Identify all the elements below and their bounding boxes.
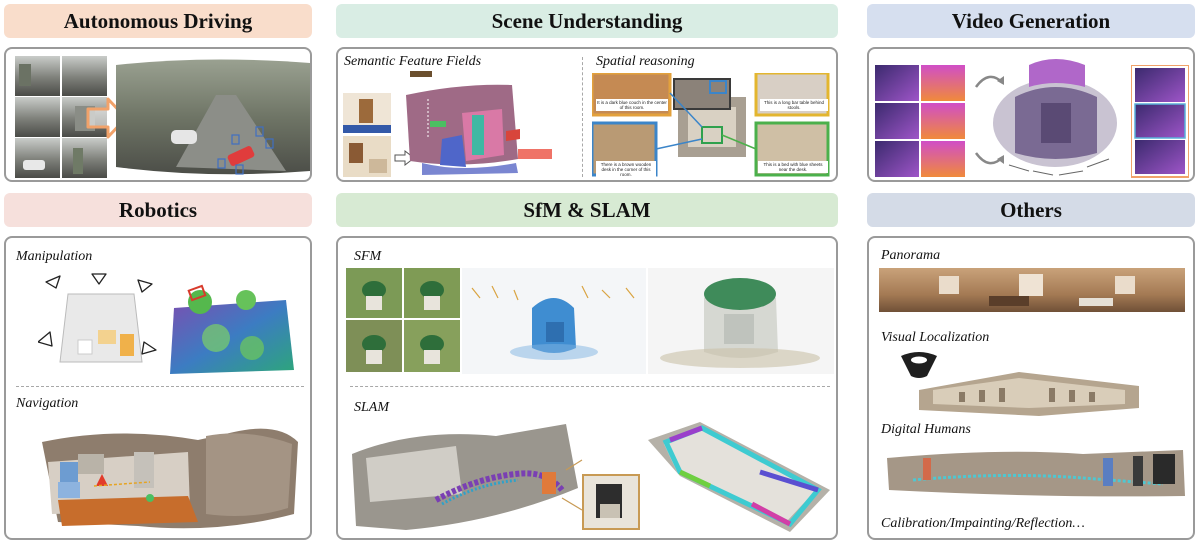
header-others-text: Others bbox=[1000, 197, 1062, 222]
caption-bar-table: This is a long bar table behind stools. bbox=[760, 99, 828, 112]
slam-label: SLAM bbox=[354, 400, 389, 415]
caption-wooden-desk: There is a brown wooden desk in the corn… bbox=[596, 161, 656, 179]
header-robotics-text: Robotics bbox=[118, 197, 198, 222]
manipulation-label: Manipulation bbox=[16, 249, 93, 264]
header-sfm-slam-text: SfM & SLAM bbox=[523, 197, 651, 222]
sfm-slam-divider bbox=[350, 386, 830, 387]
panorama-label: Panorama bbox=[881, 248, 941, 263]
slam-zoom-inset bbox=[582, 474, 640, 530]
feature-field-grid bbox=[170, 284, 294, 374]
header-scene-understanding: Scene Understanding bbox=[336, 4, 838, 38]
sfm-blue-pointcloud bbox=[462, 268, 646, 374]
digital-humans-scene bbox=[887, 450, 1185, 497]
curved-arrow-icon bbox=[974, 75, 1004, 88]
header-autonomous-driving-text: Autonomous Driving bbox=[63, 8, 253, 33]
semantic-feature-field-render bbox=[406, 71, 552, 175]
reconstructed-street-view bbox=[116, 59, 310, 175]
location-pin-icon bbox=[901, 352, 937, 378]
generated-3d-scene bbox=[993, 59, 1117, 176]
header-others: Others bbox=[867, 193, 1195, 227]
panel-sfm-slam: SFM SLAM bbox=[336, 236, 838, 540]
panel-scene-understanding: Semantic Feature Fields Spatial reasonin… bbox=[336, 47, 838, 182]
header-video-generation: Video Generation bbox=[867, 4, 1195, 38]
arrow-right-icon bbox=[394, 150, 415, 166]
panel-others: Panorama Visual Localization Digital Hum… bbox=[867, 236, 1195, 540]
panel-autonomous-driving bbox=[4, 47, 312, 182]
visual-localization-label: Visual Localization bbox=[881, 330, 990, 345]
navigation-3d-scene bbox=[42, 428, 298, 529]
header-autonomous-driving: Autonomous Driving bbox=[4, 4, 312, 38]
header-video-generation-text: Video Generation bbox=[951, 8, 1111, 33]
output-video-frames bbox=[1131, 65, 1189, 178]
visual-localization-pointcloud bbox=[919, 372, 1139, 416]
curved-arrow-icon bbox=[974, 152, 1004, 165]
input-video-frames bbox=[875, 65, 965, 177]
header-sfm-slam: SfM & SLAM bbox=[336, 193, 838, 227]
panorama-image bbox=[879, 268, 1185, 312]
panel-video-generation bbox=[867, 47, 1195, 182]
header-robotics: Robotics bbox=[4, 193, 312, 227]
digital-humans-label: Digital Humans bbox=[881, 422, 971, 437]
slam-trajectory-right bbox=[648, 422, 830, 532]
header-scene-understanding-text: Scene Understanding bbox=[491, 8, 683, 33]
scene-divider bbox=[582, 57, 583, 177]
camera-view-grid bbox=[15, 56, 107, 178]
navigation-label: Navigation bbox=[16, 396, 79, 411]
camera-frustum-icon bbox=[38, 273, 157, 363]
spatial-reasoning-label: Spatial reasoning bbox=[596, 54, 695, 69]
slam-trajectory-left bbox=[352, 424, 583, 530]
semantic-feature-fields-label: Semantic Feature Fields bbox=[344, 54, 482, 69]
panel-robotics: Manipulation Navigation bbox=[4, 236, 312, 540]
sfm-dense-reconstruction bbox=[648, 268, 834, 374]
caption-blue-bed: This is a bed with blue sheets near the … bbox=[758, 161, 828, 174]
caption-dark-blue-couch: It is a dark blue couch in the center of… bbox=[596, 99, 668, 112]
sfm-input-photos bbox=[346, 268, 460, 372]
sfm-label: SFM bbox=[354, 249, 382, 264]
room-input-photos bbox=[343, 93, 391, 177]
robotics-divider bbox=[16, 386, 304, 387]
calibration-label: Calibration/Impainting/Reflection… bbox=[881, 516, 1085, 531]
